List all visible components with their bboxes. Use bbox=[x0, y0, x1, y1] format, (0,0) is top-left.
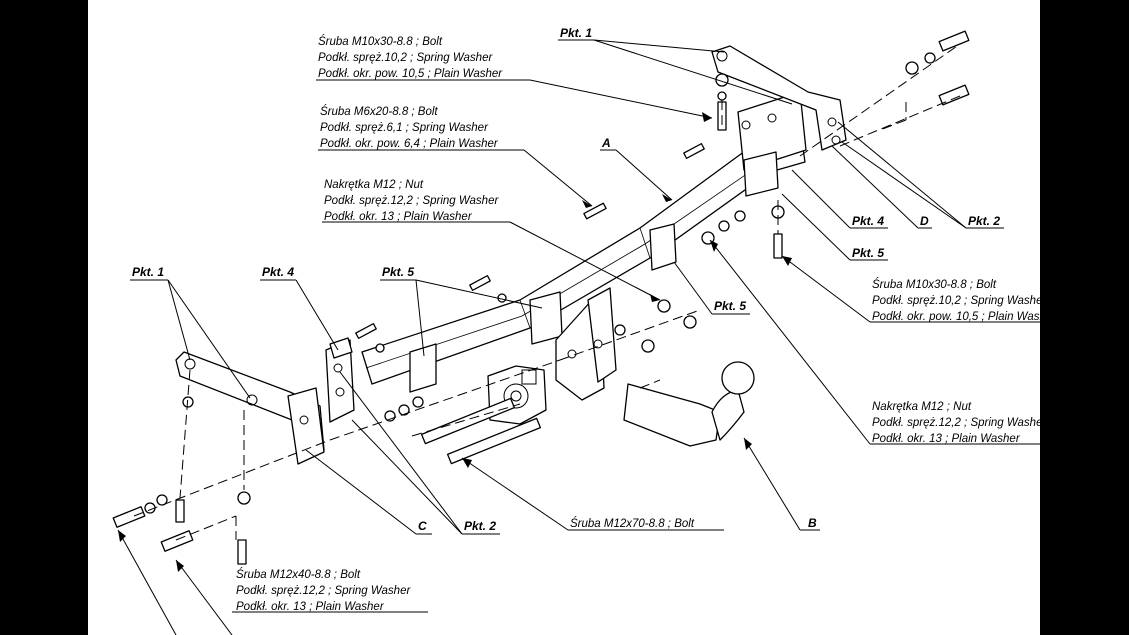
tag-pkt5-left: Pkt. 5 bbox=[382, 265, 414, 279]
callout-bolt-m12x70: Śruba M12x70-8.8 ; Bolt bbox=[570, 517, 695, 530]
callout-bolt-m10-top: Śruba M10x30-8.8 ; Bolt Podkł. spręż.10,… bbox=[318, 35, 503, 80]
tag-d: D bbox=[920, 214, 929, 228]
svg-text:Podkł. okr. pow. 10,5 ; Plain: Podkł. okr. pow. 10,5 ; Plain Washer bbox=[872, 311, 1057, 323]
tag-pkt2-right: Pkt. 2 bbox=[968, 214, 1000, 228]
drawing-sheet bbox=[88, 0, 1040, 635]
right-side-arm-d bbox=[711, 45, 847, 151]
tag-pkt4-right: Pkt. 4 bbox=[852, 214, 884, 228]
callout-nut-m12-right: Nakrętka M12 ; Nut Podkł. spręż.12,2 ; S… bbox=[872, 401, 1047, 445]
callout-nut-m12-left: Nakrętka M12 ; Nut Podkł. spręż.12,2 ; S… bbox=[324, 179, 499, 223]
ball-mount-brackets bbox=[555, 287, 617, 401]
svg-text:Podkł. okr. pow. 6,4 ; Plain W: Podkł. okr. pow. 6,4 ; Plain Washer bbox=[320, 138, 499, 150]
svg-text:Śruba M10x30-8.8 ; Bolt: Śruba M10x30-8.8 ; Bolt bbox=[872, 278, 997, 291]
svg-text:Podkł. spręż.10,2 ; Spring Was: Podkł. spręż.10,2 ; Spring Washer bbox=[318, 52, 493, 64]
fasteners bbox=[112, 30, 970, 565]
svg-text:Śruba M10x30-8.8 ; Bolt: Śruba M10x30-8.8 ; Bolt bbox=[318, 35, 443, 48]
tag-a: A bbox=[601, 136, 611, 150]
callout-bolt-m10-right: Śruba M10x30-8.8 ; Bolt Podkł. spręż.10,… bbox=[872, 278, 1057, 323]
tag-pkt1-left: Pkt. 1 bbox=[132, 265, 164, 279]
tag-pkt5-mid: Pkt. 5 bbox=[714, 299, 746, 313]
svg-text:Śruba M12x70-8.8 ; Bolt: Śruba M12x70-8.8 ; Bolt bbox=[570, 517, 695, 530]
svg-text:Nakrętka M12 ; Nut: Nakrętka M12 ; Nut bbox=[324, 179, 424, 191]
svg-text:Podkł. okr. pow. 10,5 ; Plain: Podkł. okr. pow. 10,5 ; Plain Washer bbox=[318, 68, 503, 80]
svg-text:Podkł. spręż.12,2 ; Spring Was: Podkł. spręż.12,2 ; Spring Washer bbox=[872, 417, 1047, 429]
tow-ball-b bbox=[623, 361, 755, 447]
tag-pkt2-bottom: Pkt. 2 bbox=[464, 519, 496, 533]
reference-tags: Pkt. 1 Pkt. 1 Pkt. 4 Pkt. 5 Pkt. 5 Pkt. … bbox=[132, 26, 1000, 533]
assembly-lines bbox=[133, 43, 961, 541]
tag-pkt1-top: Pkt. 1 bbox=[560, 26, 592, 40]
tag-c: C bbox=[418, 519, 427, 533]
svg-text:Podkł. spręż.12,2 ; Spring Was: Podkł. spręż.12,2 ; Spring Washer bbox=[324, 195, 499, 207]
svg-text:Podkł. spręż.12,2 ; Spring Was: Podkł. spręż.12,2 ; Spring Washer bbox=[236, 585, 411, 597]
svg-text:Śruba M6x20-8.8 ; Bolt: Śruba M6x20-8.8 ; Bolt bbox=[320, 105, 438, 118]
tag-pkt5-right: Pkt. 5 bbox=[852, 246, 884, 260]
callout-bolt-m6: Śruba M6x20-8.8 ; Bolt Podkł. spręż.6,1 … bbox=[320, 105, 499, 150]
svg-text:Podkł. spręż.10,2 ; Spring Was: Podkł. spręż.10,2 ; Spring Washer bbox=[872, 295, 1047, 307]
svg-text:Podkł. okr. 13 ; Plain Washer: Podkł. okr. 13 ; Plain Washer bbox=[872, 433, 1021, 445]
svg-text:Nakrętka M12 ; Nut: Nakrętka M12 ; Nut bbox=[872, 401, 972, 413]
svg-text:Podkł. okr. 13 ; Plain Washer: Podkł. okr. 13 ; Plain Washer bbox=[324, 211, 473, 223]
svg-text:Śruba M12x40-8.8 ; Bolt: Śruba M12x40-8.8 ; Bolt bbox=[236, 568, 361, 581]
svg-text:Podkł. spręż.6,1 ; Spring Wash: Podkł. spręż.6,1 ; Spring Washer bbox=[320, 122, 489, 134]
left-side-arm-c bbox=[175, 351, 325, 465]
svg-text:Podkł. okr. 13 ; Plain Washer: Podkł. okr. 13 ; Plain Washer bbox=[236, 601, 385, 613]
leader-lines bbox=[117, 39, 1085, 635]
tag-pkt4-left: Pkt. 4 bbox=[262, 265, 294, 279]
callout-bolt-m12x40: Śruba M12x40-8.8 ; Bolt Podkł. spręż.12,… bbox=[236, 568, 411, 613]
tag-b: B bbox=[808, 516, 817, 530]
main-crossbar-a bbox=[325, 91, 807, 423]
